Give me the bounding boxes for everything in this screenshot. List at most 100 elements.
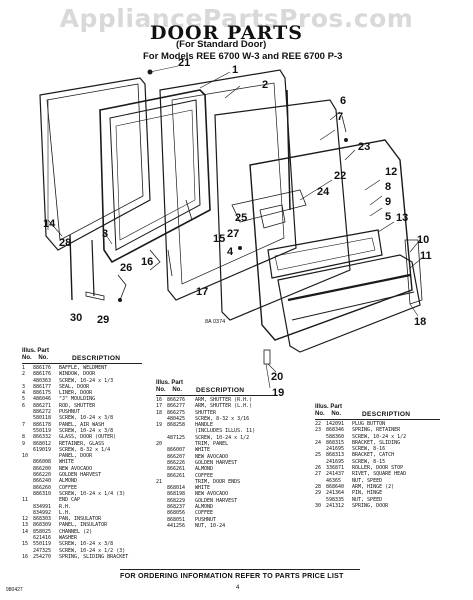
figure-code: 8A 0374 xyxy=(205,319,226,325)
part-number: 336871 xyxy=(326,465,345,472)
part-number: 866220 xyxy=(33,472,52,479)
part-description: ALMOND xyxy=(59,478,78,485)
part-number: 868313 xyxy=(326,452,345,459)
part-description: WHITE xyxy=(195,447,211,454)
part-description: SCREW, 10-24 x 1/2 xyxy=(195,434,250,441)
part-number: 866240 xyxy=(33,478,52,485)
col2-no-header: No. No. xyxy=(156,387,183,393)
callout-17: 17 xyxy=(196,286,209,298)
part-number: 550119 xyxy=(33,427,52,434)
part-description: SCREW, 10-24 x 1/2 xyxy=(352,433,407,440)
callout-28: 28 xyxy=(59,237,72,249)
part-number: 486046 xyxy=(33,396,52,403)
illus-number: 20 xyxy=(156,441,163,448)
callout-2: 2 xyxy=(262,79,269,91)
part-description: NEW AVOCADO xyxy=(195,491,229,498)
part-number: 241437 xyxy=(326,471,345,478)
part-description: COFFEE xyxy=(59,484,78,491)
part-description: SCREW, 10-24 x 3/8 xyxy=(59,541,114,548)
part-description: GOLDEN HARVEST xyxy=(195,497,238,504)
callout-15: 15 xyxy=(213,233,226,245)
part-description: NUT, 10-24 xyxy=(195,522,226,529)
illus-number: 29 xyxy=(315,490,322,497)
page-number: 4 xyxy=(236,585,240,591)
ordering-note: FOR ORDERING INFORMATION REFER TO PARTS … xyxy=(120,571,344,580)
part-number: 886271 xyxy=(33,402,52,409)
part-number: 588360 xyxy=(326,433,345,440)
part-description: NUT, SPEED xyxy=(352,496,383,503)
part-description: NUT, SPEED xyxy=(352,477,383,484)
part-description: WINDOW, DOOR xyxy=(59,371,96,378)
part-description: COFFEE xyxy=(195,472,214,479)
illus-number: 16 xyxy=(156,397,163,403)
part-number: 868309 xyxy=(33,522,52,529)
parts-row: 866261 ALMOND xyxy=(156,466,285,472)
part-description: SCREW, 8-32 x 1/4 xyxy=(59,446,111,453)
part-description: GOLDEN HARVEST xyxy=(59,472,102,479)
illus-number: 23 xyxy=(315,427,322,434)
part-description: TRIM, PANEL xyxy=(195,441,229,448)
col3-no-header: No. No. xyxy=(315,411,342,417)
part-description: SCREW, 8-16 xyxy=(352,446,386,453)
part-description: ARM, HINGE (2) xyxy=(352,483,395,490)
illus-number: 27 xyxy=(315,471,322,478)
illus-number: 21 xyxy=(156,478,163,485)
col3-illus-header: Illus. Part xyxy=(315,404,343,410)
part-number: 868051 xyxy=(167,516,186,523)
part-description: RIVET, SQUARE HEAD xyxy=(352,471,407,478)
part-number: 580118 xyxy=(33,415,52,422)
callout-13: 13 xyxy=(396,212,409,224)
part-description: GLASS, DOOR (OUTER) xyxy=(59,434,117,441)
part-description: PANEL, INSULATOR xyxy=(59,522,108,529)
callout-22: 22 xyxy=(334,170,347,182)
part-number: 142091 xyxy=(326,421,345,427)
page-code: 980427 xyxy=(6,587,23,593)
callout-18: 18 xyxy=(414,316,427,328)
part-number: 868237 xyxy=(167,504,186,511)
part-description: PIN, HINGE xyxy=(352,490,383,497)
part-description: ALMOND xyxy=(195,466,214,473)
illus-number: 25 xyxy=(315,452,322,459)
illus-number: 12 xyxy=(22,516,29,523)
part-number: 866332 xyxy=(33,434,52,441)
col2-rule xyxy=(156,395,274,396)
part-description: COFFEE xyxy=(195,510,214,517)
part-number: 598335 xyxy=(326,496,345,503)
part-number: 487125 xyxy=(167,434,186,441)
part-number: 866276 xyxy=(167,397,186,403)
part-description: SCREW, 10-24 x 3/8 xyxy=(59,427,114,434)
part-description: LINER, DOOR xyxy=(59,390,93,397)
part-description: SCREW, 10-24 x 1/4 (3) xyxy=(59,490,126,497)
part-description: ROLLER, DOOR STOP xyxy=(352,465,404,472)
part-description: TRIM, DOOR ENDS xyxy=(195,478,241,485)
part-number: 866261 xyxy=(167,466,186,473)
page-title: DOOR PARTS xyxy=(150,22,303,44)
callout-20: 20 xyxy=(271,371,284,383)
parts-row: 619019 SCREW, 8-32 x 1/4 xyxy=(22,447,159,453)
part-number: 619019 xyxy=(33,446,52,453)
parts-row: 21 TRIM, DOOR ENDS xyxy=(156,479,285,485)
part-description: (INCLUDES ILLUS. 11) xyxy=(195,428,256,435)
part-description: SHUTTER xyxy=(195,409,217,416)
parts-row: 20 TRIM, PANEL xyxy=(156,441,285,447)
